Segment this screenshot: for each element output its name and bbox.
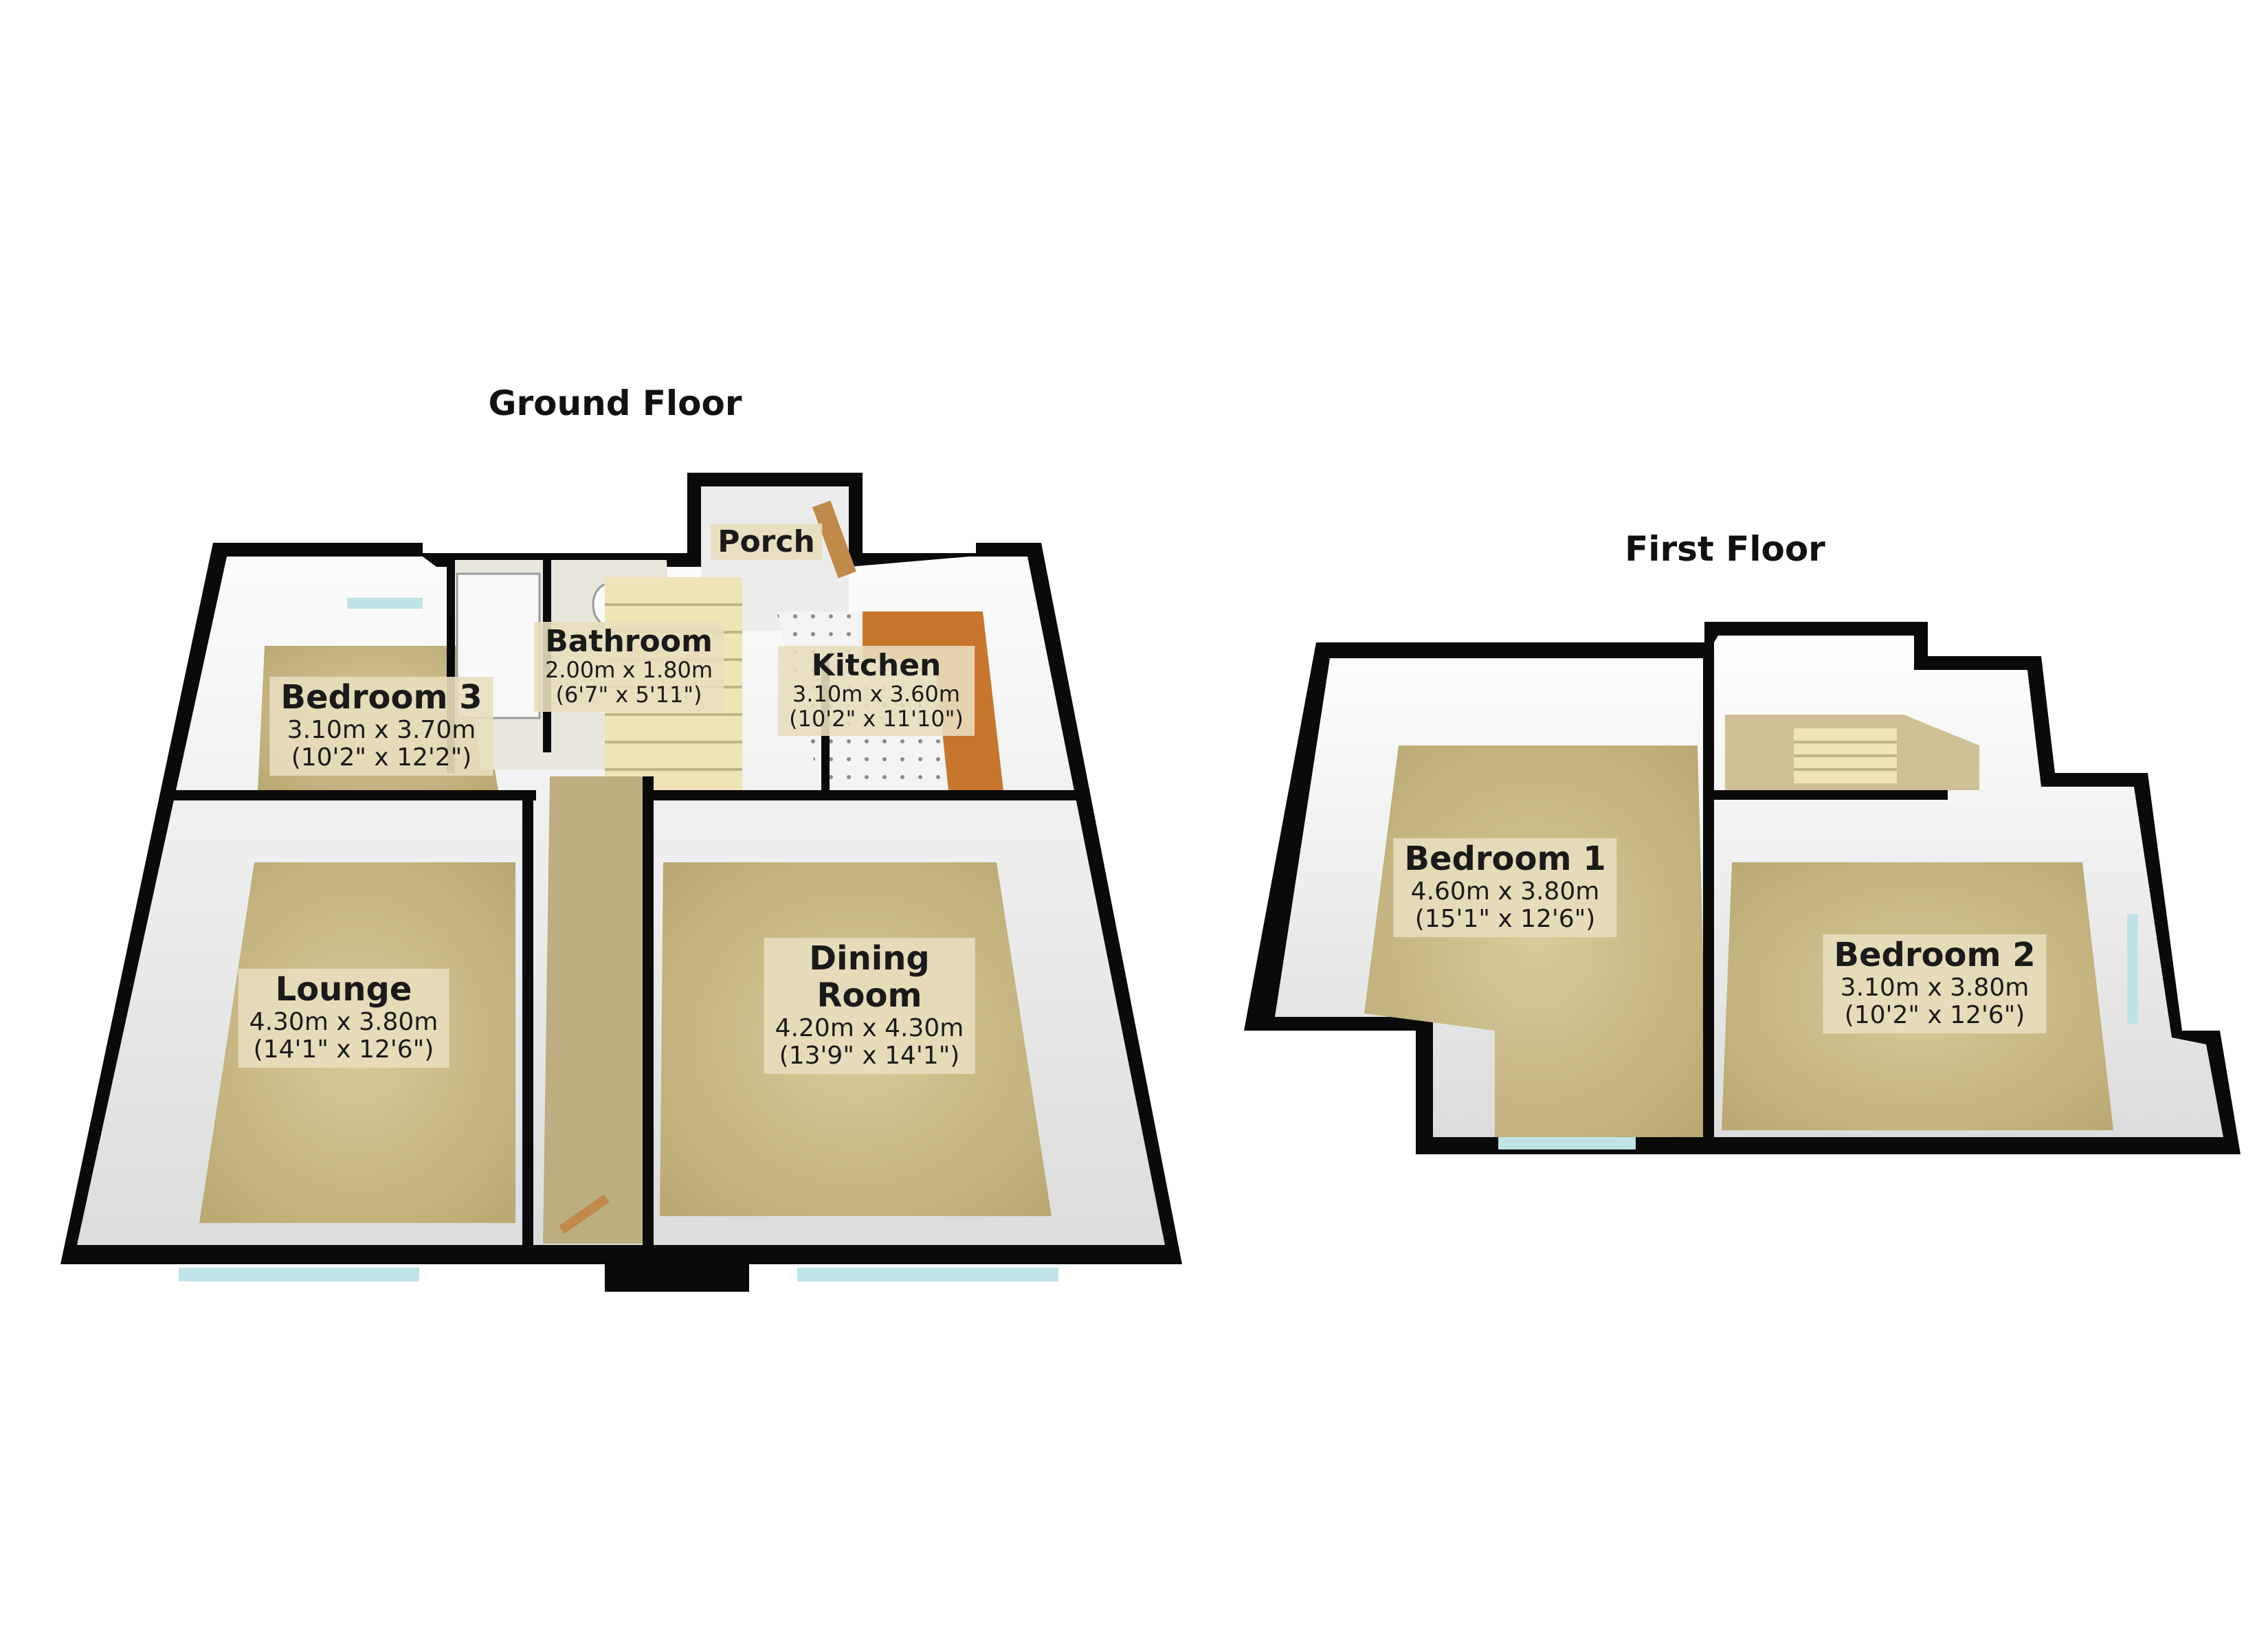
room-name-line-1: Dining <box>809 939 930 978</box>
room-metric-size: 3.10m x 3.70m <box>287 715 476 744</box>
lounge-window <box>179 1268 419 1281</box>
room-imperial-size: (15'1" x 12'6") <box>1414 905 1596 934</box>
room-label-kitchen: Kitchen 3.10m x 3.60m (10'2" x 11'10") <box>778 646 975 736</box>
room-name: Lounge <box>275 970 412 1009</box>
room-imperial-size: (10'2" x 12'2") <box>291 743 472 772</box>
bedroom-1-wall-right <box>1703 642 1714 1137</box>
room-metric-size: 4.20m x 4.30m <box>775 1013 964 1042</box>
first-floor-stairs <box>1794 728 1897 783</box>
room-metric-size: 4.30m x 3.80m <box>249 1007 438 1036</box>
room-name: Porch <box>718 524 815 559</box>
room-imperial-size: (14'1" x 12'6") <box>253 1035 434 1064</box>
porch-door <box>812 500 856 579</box>
lounge-wall-right <box>522 790 533 1264</box>
room-imperial-size: (10'2" x 12'6") <box>1844 1001 2025 1030</box>
dining-wall-left <box>643 776 654 1264</box>
room-metric-size: 2.00m x 1.80m <box>544 657 713 684</box>
room-metric-size: 3.10m x 3.60m <box>792 681 961 708</box>
bedroom-3-window <box>347 598 423 609</box>
front-door <box>559 1194 610 1234</box>
landing-wall <box>1714 790 1948 800</box>
ground-divider-wall-2 <box>646 790 1078 800</box>
ground-floor-plan <box>60 473 1182 1292</box>
room-label-bedroom-1: Bedroom 1 4.60m x 3.80m (15'1" x 12'6") <box>1393 838 1617 938</box>
room-name: Bedroom 2 <box>1834 936 2036 974</box>
room-label-porch: Porch <box>711 524 822 561</box>
room-imperial-size: (10'2" x 11'10") <box>789 706 964 732</box>
bedroom-2-window <box>2127 914 2138 1024</box>
hallway-floor <box>543 776 643 1244</box>
room-name: Bedroom 3 <box>280 678 482 717</box>
room-label-bedroom-2: Bedroom 2 3.10m x 3.80m (10'2" x 12'6") <box>1823 934 2047 1034</box>
ground-floor-title: Ground Floor <box>488 383 742 423</box>
room-name-line-2: Room <box>816 976 922 1015</box>
dining-window <box>797 1268 1058 1281</box>
room-label-bedroom-3: Bedroom 3 3.10m x 3.70m (10'2" x 12'2") <box>269 677 493 776</box>
room-name: Kitchen <box>811 648 942 683</box>
room-label-lounge: Lounge 4.30m x 3.80m (14'1" x 12'6") <box>238 969 449 1068</box>
first-floor-title: First Floor <box>1625 529 1825 569</box>
room-metric-size: 3.10m x 3.80m <box>1840 973 2030 1002</box>
room-name: Bathroom <box>545 624 713 659</box>
bedroom-1-window <box>1498 1137 1636 1149</box>
room-imperial-size: (13'9" x 14'1") <box>779 1041 960 1070</box>
room-name: Bedroom 1 <box>1404 840 1606 878</box>
ground-divider-wall-1 <box>170 790 536 800</box>
room-metric-size: 4.60m x 3.80m <box>1410 877 1600 906</box>
room-imperial-size: (6'7" x 5'11") <box>555 682 702 708</box>
room-label-dining-room: Dining Room 4.20m x 4.30m (13'9" x 14'1"… <box>764 938 975 1075</box>
room-label-bathroom: Bathroom 2.00m x 1.80m (6'7" x 5'11") <box>533 622 724 712</box>
